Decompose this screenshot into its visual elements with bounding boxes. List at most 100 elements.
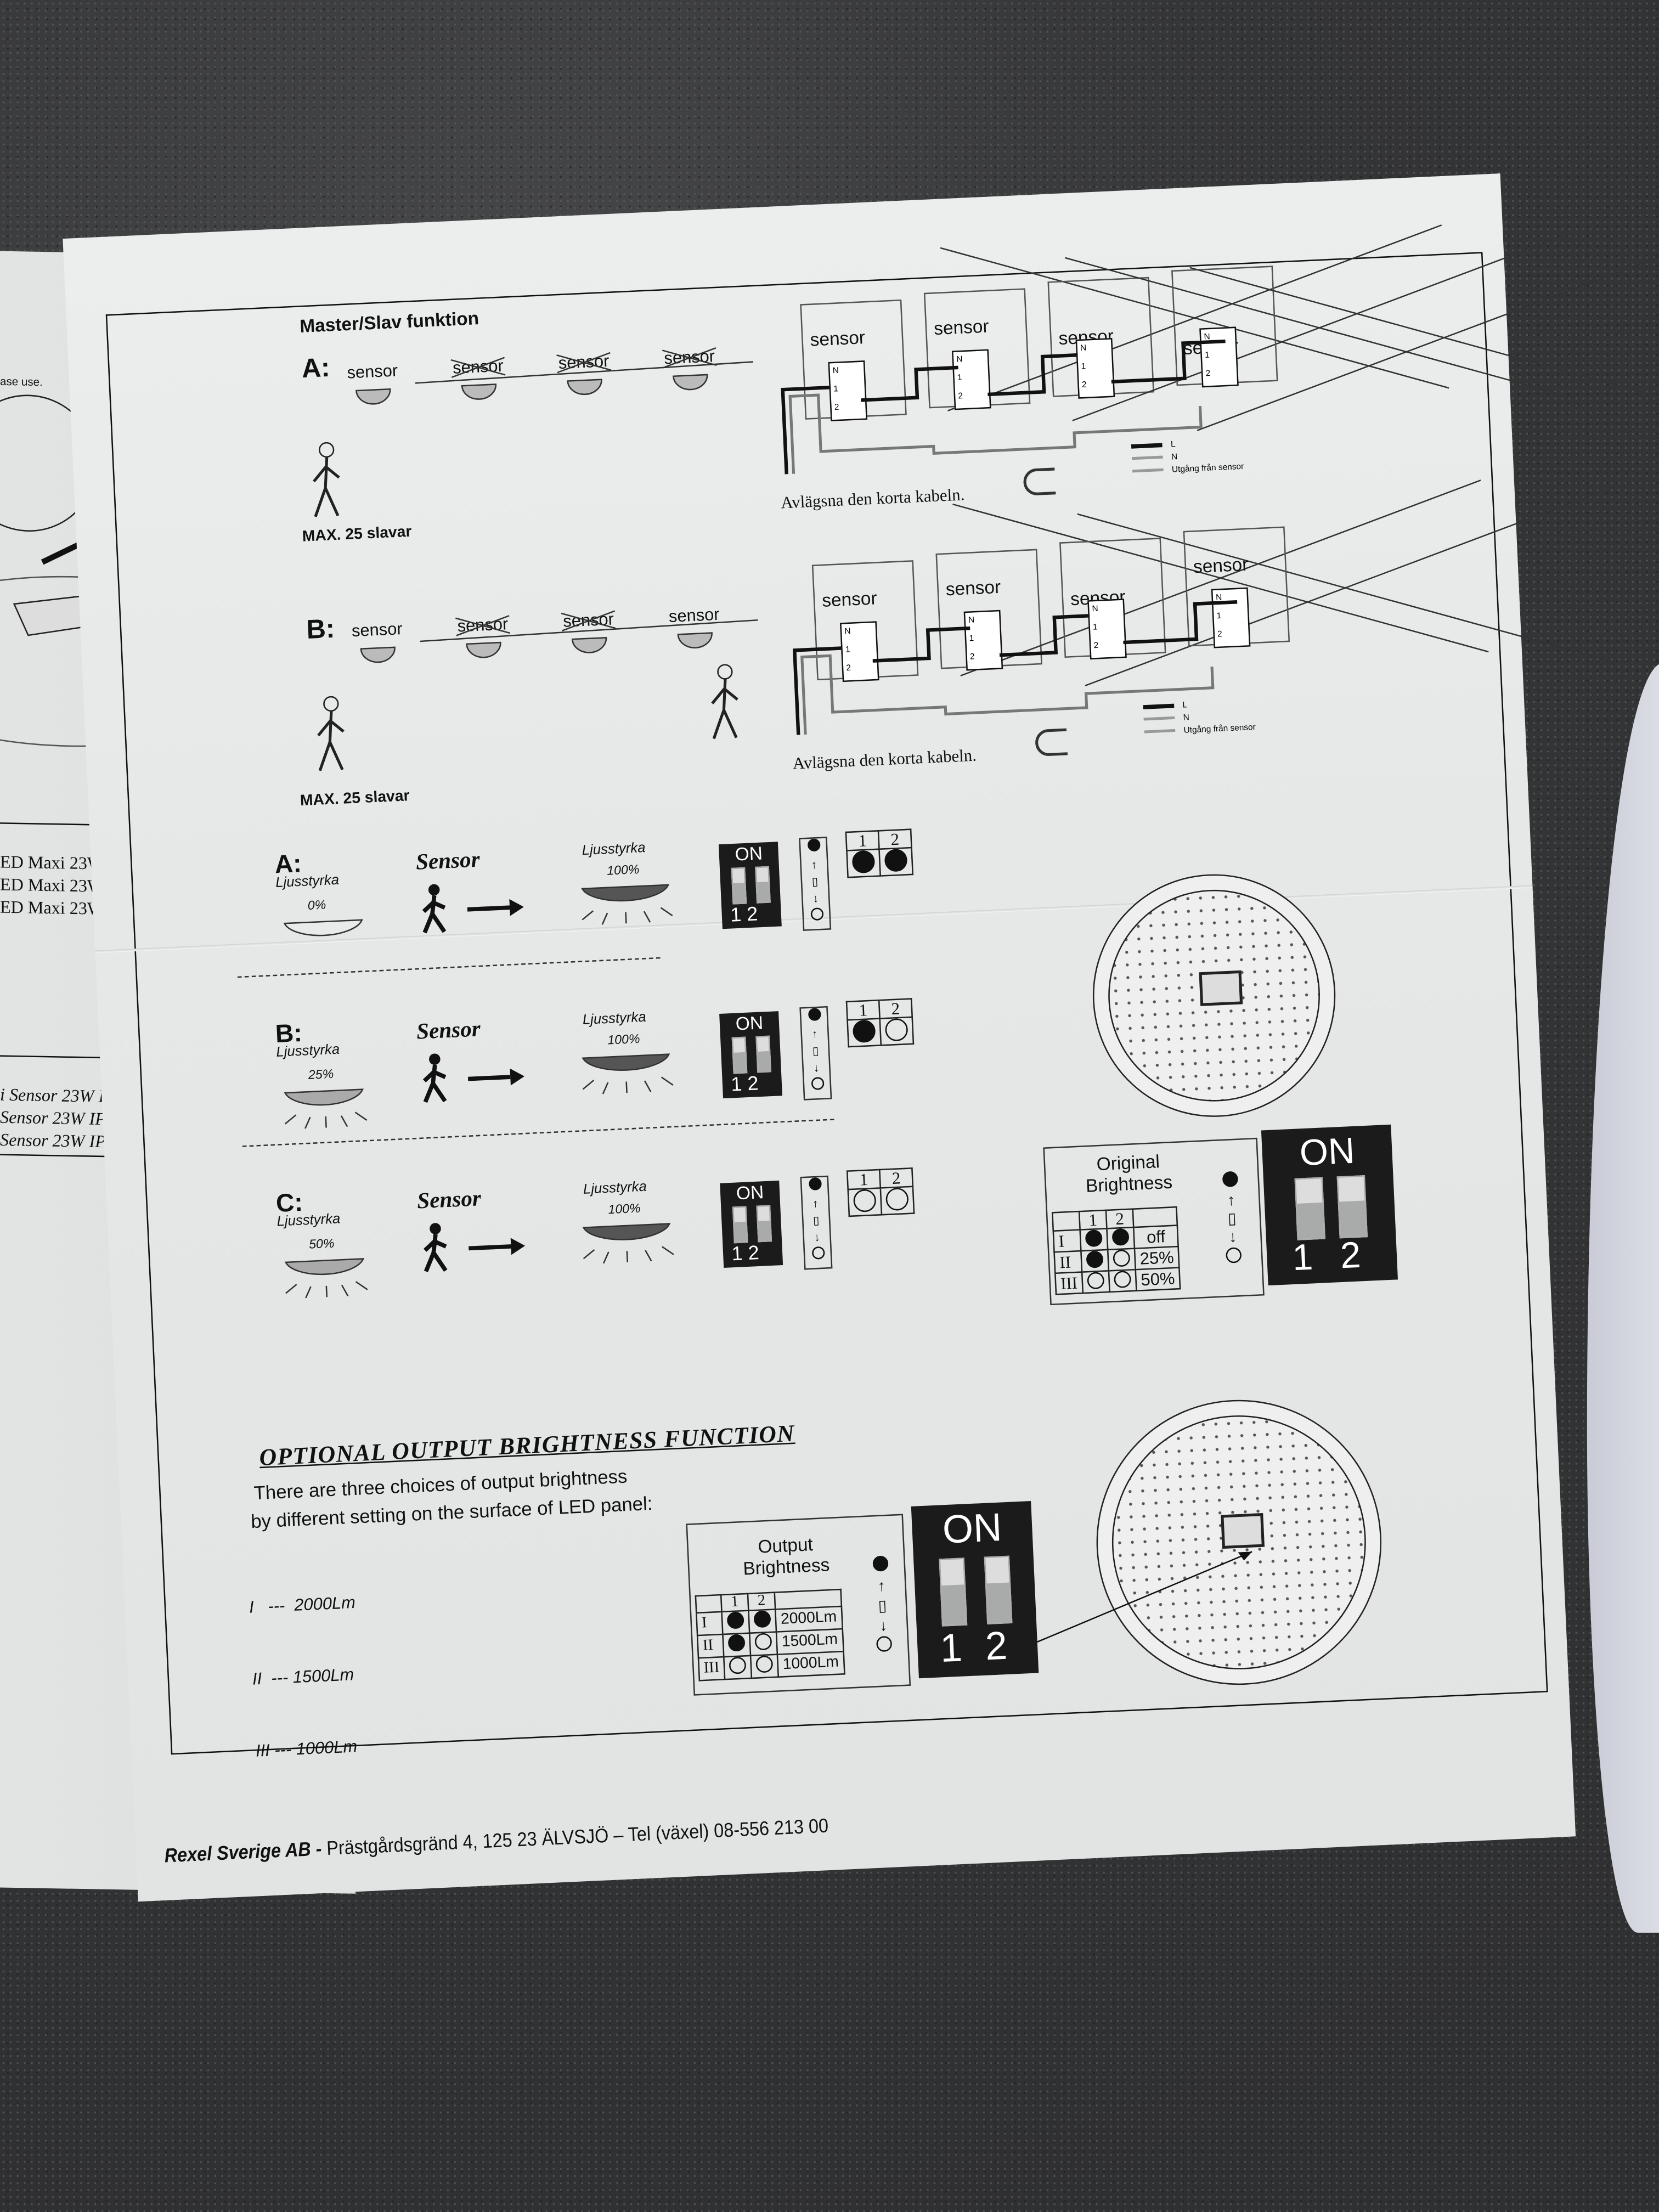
switch-1-state: [852, 1019, 876, 1043]
col-header: 2: [879, 1168, 913, 1188]
sensor-label: sensor: [562, 609, 614, 631]
left-snippet: ase use.: [0, 375, 43, 389]
person-arrow-icon: [422, 1053, 524, 1103]
ceiling-sensor-icon: [461, 383, 497, 400]
switch-2-state: [884, 1018, 909, 1042]
col-header: 1: [1079, 1210, 1107, 1230]
footer-company: Rexel Sverige AB -: [163, 1837, 323, 1867]
ceiling-sensor-icon: [567, 379, 602, 396]
target-brightness: 100%: [607, 1201, 641, 1217]
dip-on-label: ON: [1299, 1129, 1356, 1174]
row-value: 1500Lm: [776, 1629, 844, 1655]
ljusstyrka-label: Ljusstyrka: [582, 840, 646, 859]
sensor-label: Sensor: [416, 1017, 481, 1045]
walking-person-icon: [313, 442, 340, 517]
footer-address-text: Prästgårdsgränd 4, 125 23 ÄLVSJÖ – Tel (…: [321, 1814, 829, 1860]
row-name: III: [1055, 1272, 1083, 1295]
row-value: 2000Lm: [775, 1606, 843, 1632]
col-header: 2: [747, 1592, 776, 1611]
sensor-unit: sensor: [435, 352, 522, 404]
person-arrow-icon: [424, 1223, 526, 1273]
footer-address: Rexel Sverige AB - Prästgårdsgränd 4, 12…: [164, 1814, 829, 1866]
dip-number-1: 1: [731, 1242, 743, 1265]
ljusstyrka-label: Ljusstyrka: [275, 1042, 340, 1061]
sensor-label: sensor: [456, 614, 509, 636]
section-a-label: A:: [301, 353, 331, 385]
start-brightness: 25%: [308, 1066, 334, 1082]
col-header: 2: [878, 829, 912, 849]
dip-switch: ON 1 2: [718, 842, 782, 929]
switch-legend: ↑▯↓: [872, 1555, 893, 1657]
original-brightness-title: Original Brightness: [1085, 1150, 1173, 1196]
ceiling-sensor-icon: [571, 637, 607, 653]
sensor-unit: sensor: [651, 601, 738, 652]
switch-1-state: [729, 1656, 747, 1674]
dip-number-2: 2: [747, 1240, 760, 1264]
sensor-unit: sensor: [545, 606, 632, 657]
mode-row-a: A: Ljusstyrka 0% Sensor Ljusstyrka 100% …: [274, 817, 1014, 1006]
row-name: II: [1054, 1251, 1082, 1273]
legend-label: N: [1183, 714, 1190, 723]
remove-cable-note: Avlägsna den korta kabeln.: [792, 745, 977, 774]
dip-switch: ON 1 2: [720, 1180, 783, 1268]
legend-label: Utgång från sensor: [1183, 724, 1256, 736]
switch-1-state: [1085, 1229, 1103, 1248]
legend-label: N: [1171, 453, 1178, 462]
ceiling-sensor-icon: [356, 388, 391, 405]
target-brightness: 100%: [607, 1031, 641, 1047]
sensor-label: sensor: [346, 360, 398, 383]
row-value: off: [1133, 1225, 1178, 1249]
switch-1-state: [727, 1634, 746, 1652]
ceiling-sensor-icon: [466, 641, 501, 658]
switch-legend: ↑▯↓: [799, 837, 832, 931]
wire-paths: [792, 600, 1238, 735]
lamp-icon: [581, 884, 673, 925]
legend-swatch: [1143, 716, 1175, 721]
dip-number-1: 1: [730, 902, 742, 926]
lamp-icon: [582, 1223, 674, 1264]
row-name: II: [697, 1634, 724, 1658]
walking-person-icon: [711, 664, 738, 740]
col-header: 1: [847, 1170, 881, 1189]
target-brightness: 100%: [606, 862, 640, 878]
short-cable-icon: [1023, 467, 1056, 495]
mode-row-c: C: Ljusstyrka 50% Sensor Ljusstyrka 100%…: [275, 1156, 1015, 1344]
sensor-unit: sensor: [330, 357, 416, 409]
switch-2-state: [754, 1633, 772, 1651]
dip-switch: ON 1 2: [719, 1011, 782, 1099]
walking-person-icon: [317, 696, 345, 771]
row-name: I: [696, 1611, 723, 1636]
person-arrow-icon: [422, 884, 524, 934]
dip-on-label: ON: [735, 1012, 764, 1035]
ceiling-sensor-icon: [673, 374, 708, 391]
col-header: 2: [1105, 1209, 1134, 1229]
sensor-label: sensor: [557, 351, 610, 373]
dip-number-2: 2: [746, 902, 759, 926]
dip-switch-large: ON 1 2: [1261, 1124, 1398, 1286]
ceiling-sensor-icon: [360, 646, 396, 663]
dip-number-2: 2: [747, 1071, 759, 1094]
lumen-levels: I --- 2000Lm II --- 1500Lm III --- 1000L…: [246, 1543, 364, 1812]
dip-on-label: ON: [734, 842, 763, 865]
legend-label: L: [1170, 441, 1176, 450]
dip-on-label: ON: [736, 1181, 764, 1204]
wire-paths: [781, 339, 1226, 475]
sensor-row-b: sensor sensor sensor sensor: [334, 600, 759, 675]
col-header: 1: [721, 1593, 749, 1612]
switch-2-state: [1113, 1270, 1132, 1289]
switch-1-state: [1087, 1272, 1105, 1290]
sensor-unit: sensor: [334, 615, 421, 667]
dip-number-2: 2: [984, 1623, 1008, 1668]
sensor-unit: sensor: [440, 610, 527, 662]
dip-on-label: ON: [941, 1505, 1003, 1552]
col-header: 2: [879, 998, 912, 1019]
dip-switch-output: ON 1 2: [911, 1500, 1039, 1679]
